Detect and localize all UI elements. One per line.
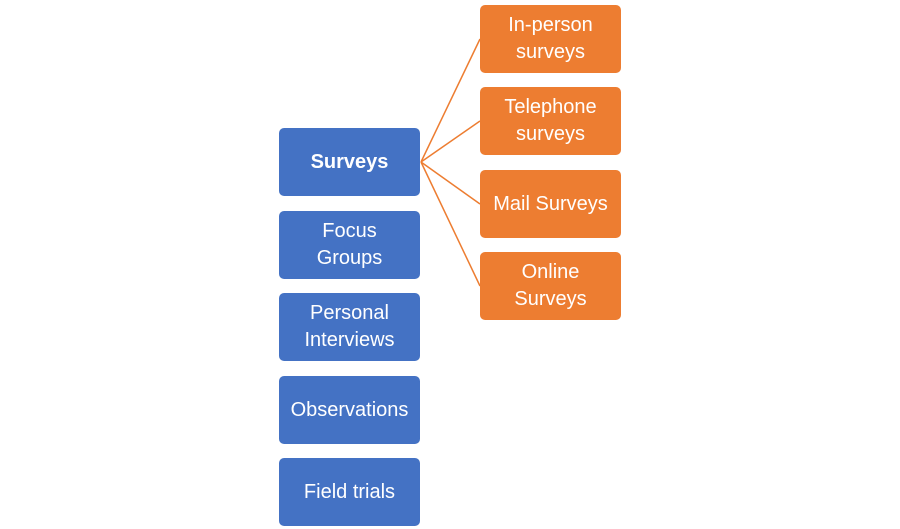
survey-type-label: Mail Surveys bbox=[493, 192, 608, 215]
survey-type-label: Online Surveys bbox=[514, 261, 587, 310]
survey-type-label: Telephone surveys bbox=[504, 96, 597, 145]
method-label: Surveys bbox=[310, 150, 389, 173]
connector-in-person bbox=[420, 38, 481, 163]
survey-type-box-mail: Mail Surveys bbox=[480, 170, 621, 238]
method-box-surveys: Surveys bbox=[279, 128, 420, 196]
method-box-observations: Observations bbox=[279, 376, 420, 444]
method-box-focus-groups: Focus Groups bbox=[279, 211, 420, 279]
method-box-personal-interviews: Personal Interviews bbox=[279, 293, 420, 361]
method-label: Observations bbox=[290, 398, 409, 421]
method-label: Focus Groups bbox=[316, 220, 383, 269]
method-box-field-trials: Field trials bbox=[279, 458, 420, 526]
survey-type-box-telephone: Telephone surveys bbox=[480, 87, 621, 155]
method-label: Field trials bbox=[303, 480, 396, 503]
method-label: Personal Interviews bbox=[304, 302, 395, 351]
connector-online bbox=[420, 161, 481, 287]
survey-type-box-in-person: In-person surveys bbox=[480, 5, 621, 73]
survey-type-box-online: Online Surveys bbox=[480, 252, 621, 320]
survey-type-label: In-person surveys bbox=[508, 14, 593, 63]
connector-telephone bbox=[420, 120, 481, 163]
connector-mail bbox=[420, 161, 481, 205]
